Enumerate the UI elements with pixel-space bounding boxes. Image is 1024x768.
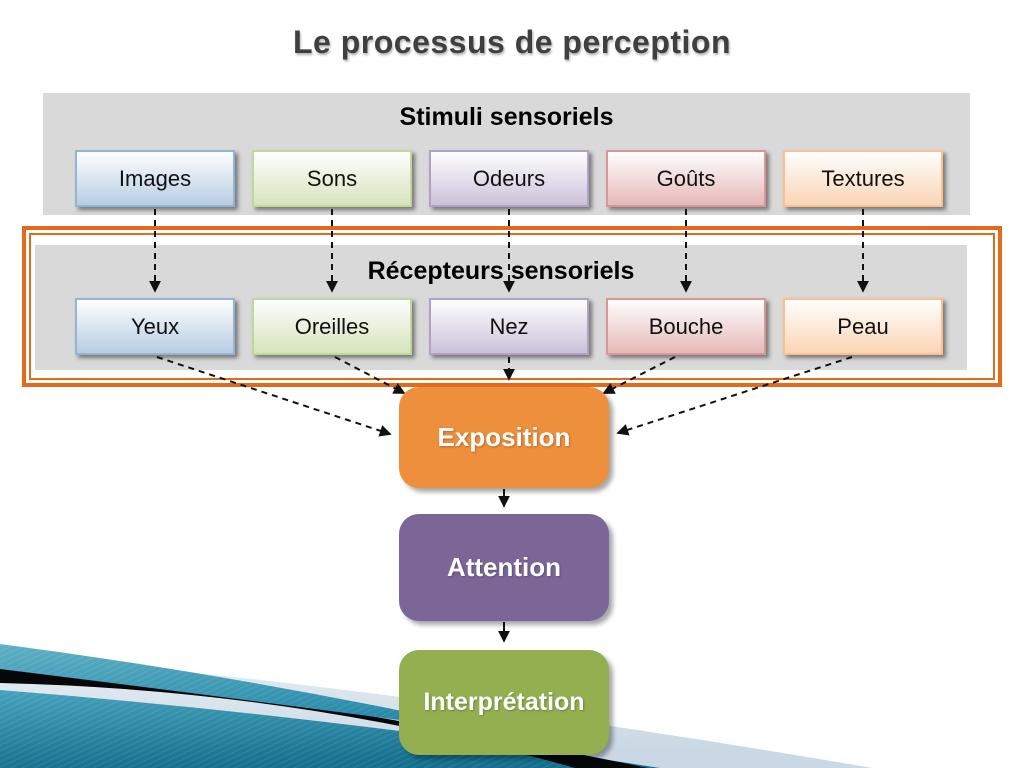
stimuli-box-label: Images: [118, 165, 192, 191]
receptor-box-label: Oreilles: [294, 313, 370, 339]
receptor-box-bouche: Bouche: [606, 298, 766, 355]
slide-title: Le processus de perception: [292, 24, 731, 60]
stimuli-box-images: Images: [75, 150, 235, 207]
receptor-box-label: Nez: [489, 313, 529, 339]
receptor-box-yeux: Yeux: [75, 298, 235, 355]
flow-step-interpretation: Interprétation: [399, 650, 609, 755]
receptors-header: Récepteurs sensoriels: [367, 257, 635, 285]
stimuli-box-label: Goûts: [656, 165, 716, 191]
stimuli-box-textures: Textures: [783, 150, 943, 207]
receptor-box-peau: Peau: [783, 298, 943, 355]
receptor-box-nez: Nez: [429, 298, 589, 355]
receptor-box-label: Yeux: [130, 313, 180, 339]
stimuli-header: Stimuli sensoriels: [399, 103, 614, 131]
receptor-box-label: Peau: [837, 313, 889, 339]
receptor-box-oreilles: Oreilles: [252, 298, 412, 355]
stimuli-box-label: Odeurs: [472, 165, 546, 191]
stimuli-box-sons: Sons: [252, 150, 412, 207]
flow-step-label: Attention: [446, 552, 562, 582]
stimuli-box-label: Sons: [306, 165, 358, 191]
stimuli-box-label: Textures: [821, 165, 905, 191]
flow-step-label: Exposition: [437, 422, 571, 452]
stimuli-box-gouts: Goûts: [606, 150, 766, 207]
flow-step-attention: Attention: [399, 514, 609, 621]
receptor-box-label: Bouche: [648, 313, 724, 339]
flow-step-exposition: Exposition: [399, 387, 609, 488]
stimuli-box-odeurs: Odeurs: [429, 150, 589, 207]
flow-step-label: Interprétation: [423, 688, 585, 716]
